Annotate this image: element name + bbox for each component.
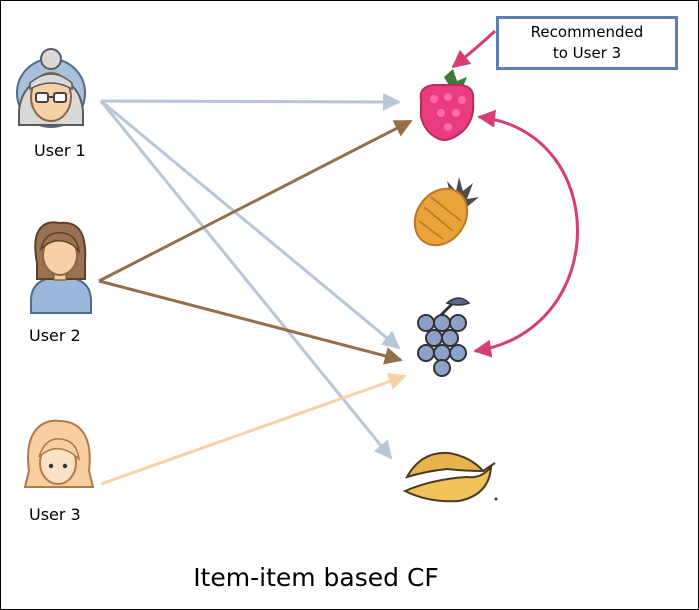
pineapple-icon — [413, 177, 479, 247]
edge-user1-grapes — [100, 99, 401, 350]
user1-avatar — [16, 48, 86, 128]
edge-user3-grapes — [100, 372, 407, 486]
callout-line1: Recommended — [530, 23, 644, 41]
edge-grapes-raspberry-similarity — [473, 109, 579, 358]
banana-icon — [402, 451, 498, 503]
user3-label: User 3 — [29, 505, 81, 524]
diagram-caption: Item-item based CF — [193, 563, 439, 592]
user2-avatar — [30, 221, 92, 314]
recommendation-callout: Recommended to User 3 — [496, 16, 678, 70]
user1-label: User 1 — [34, 141, 86, 160]
raspberry-icon — [419, 69, 475, 141]
grapes-icon — [417, 297, 471, 377]
callout-line2: to User 3 — [552, 44, 622, 62]
edge-user2-raspberry — [98, 119, 413, 283]
user2-label: User 2 — [29, 326, 81, 345]
edge-callout-to-raspberry — [451, 29, 497, 69]
edge-user1-raspberry — [100, 92, 401, 111]
edge-user2-grapes — [98, 279, 403, 365]
user3-avatar — [23, 419, 95, 488]
